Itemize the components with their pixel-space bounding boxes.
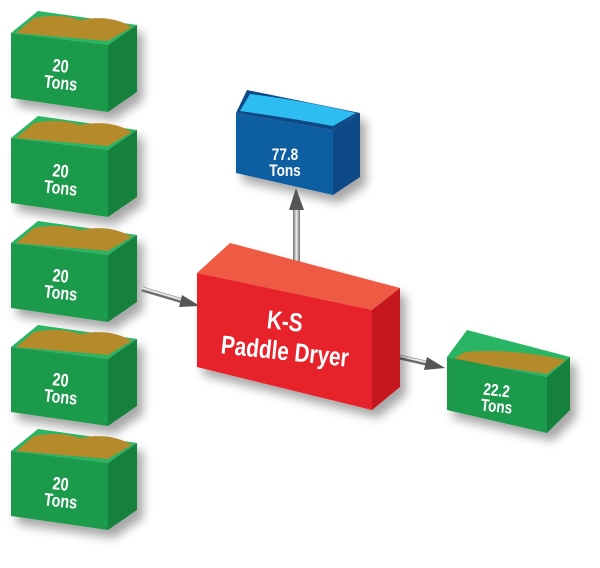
- input-unit: Tons: [43, 282, 78, 305]
- water-output-amount: 77.8: [272, 146, 299, 165]
- input-containers: 20 Tons 20 Tons 20 Tons 20 Tons 20 Tons: [11, 11, 137, 530]
- input-unit: Tons: [43, 386, 78, 409]
- solids-output-unit: Tons: [480, 396, 513, 418]
- input-container: 20 Tons: [11, 429, 137, 530]
- input-amount: 20: [52, 161, 70, 182]
- input-amount: 20: [52, 266, 70, 287]
- input-amount: 20: [52, 56, 70, 77]
- input-container: 20 Tons: [11, 11, 137, 112]
- output-arrow-water: [289, 188, 304, 285]
- solids-output-amount: 22.2: [482, 380, 510, 401]
- input-unit: Tons: [43, 72, 78, 95]
- input-unit: Tons: [43, 490, 78, 513]
- input-unit: Tons: [43, 177, 78, 200]
- input-container: 20 Tons: [11, 325, 137, 426]
- paddle-dryer-box: K-S Paddle Dryer: [197, 243, 400, 410]
- water-output-container: 77.8 Tons: [236, 90, 360, 195]
- dryer-label-line1: K-S: [266, 305, 305, 337]
- input-amount: 20: [52, 474, 70, 495]
- input-container: 20 Tons: [11, 116, 137, 217]
- water-output-unit: Tons: [269, 162, 300, 181]
- input-arrow: [141, 286, 200, 307]
- solids-output-container: 22.2 Tons: [447, 330, 570, 433]
- input-container: 20 Tons: [11, 221, 137, 322]
- input-amount: 20: [52, 370, 70, 391]
